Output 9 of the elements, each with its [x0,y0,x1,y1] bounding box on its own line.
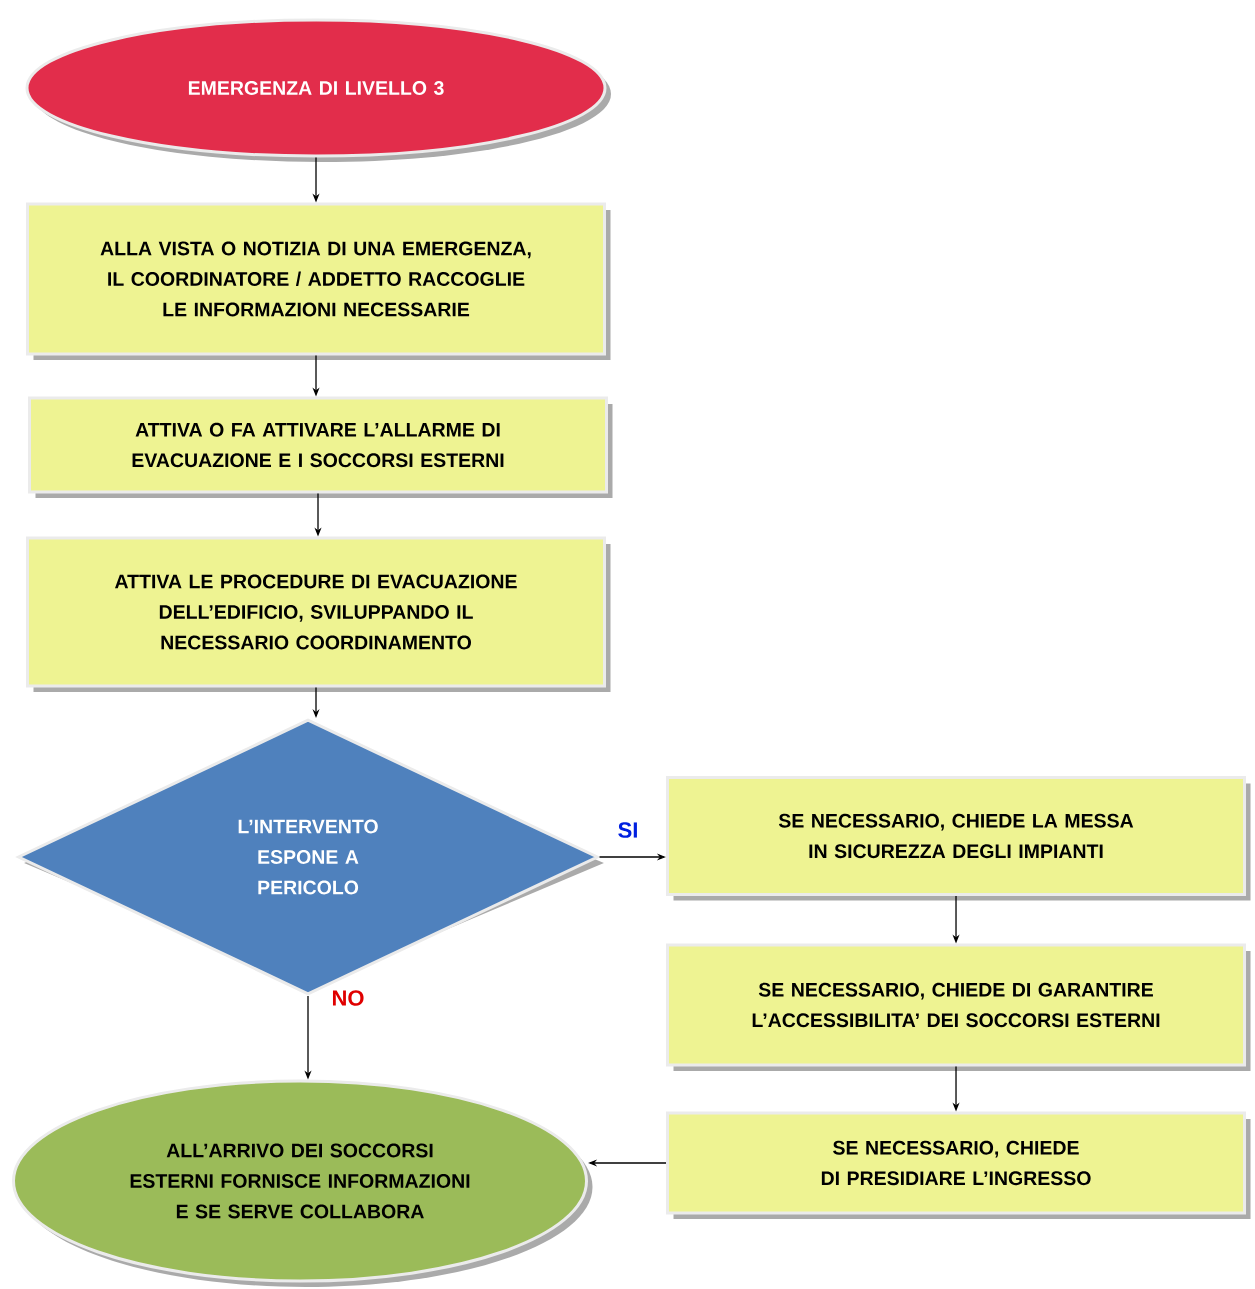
edge-label: SI [618,822,637,838]
ellipse-node: ALL’ARRIVO DEI SOCCORSI ESTERNI FORNISCE INFORMAZIONI E SE SERVE COLLABORA [12,1079,593,1287]
process-box: SE NECESSARIO, CHIEDE DI GARANTIRE L’ACCESSIBILITA’ DEI SOCCORSI ESTERNI [666,943,1251,1071]
process-box: ATTIVA LE PROCEDURE DI EVACUAZIONE DELL’EDIFICIO, SVILUPPANDO IL NECESSARIO COORDINAMENTO [26,536,611,692]
ellipse-node: EMERGENZA DI LIVELLO 3 [25,18,611,162]
process-box: ATTIVA O FA ATTIVARE L’ALLARME DI EVACUAZIONE E I SOCCORSI ESTERNI [28,396,613,498]
process-box: SE NECESSARIO, CHIEDE DI PRESIDIARE L’INGRESSO [666,1111,1251,1219]
process-box: ALLA VISTA O NOTIZIA DI UNA EMERGENZA, IL COORDINATORE / ADDETTO RACCOGLIE LE INFORMAZIONI NECESSARIE [26,202,611,360]
process-box: SE NECESSARIO, CHIEDE LA MESSA IN SICUREZZA DEGLI IMPIANTI [666,776,1251,901]
